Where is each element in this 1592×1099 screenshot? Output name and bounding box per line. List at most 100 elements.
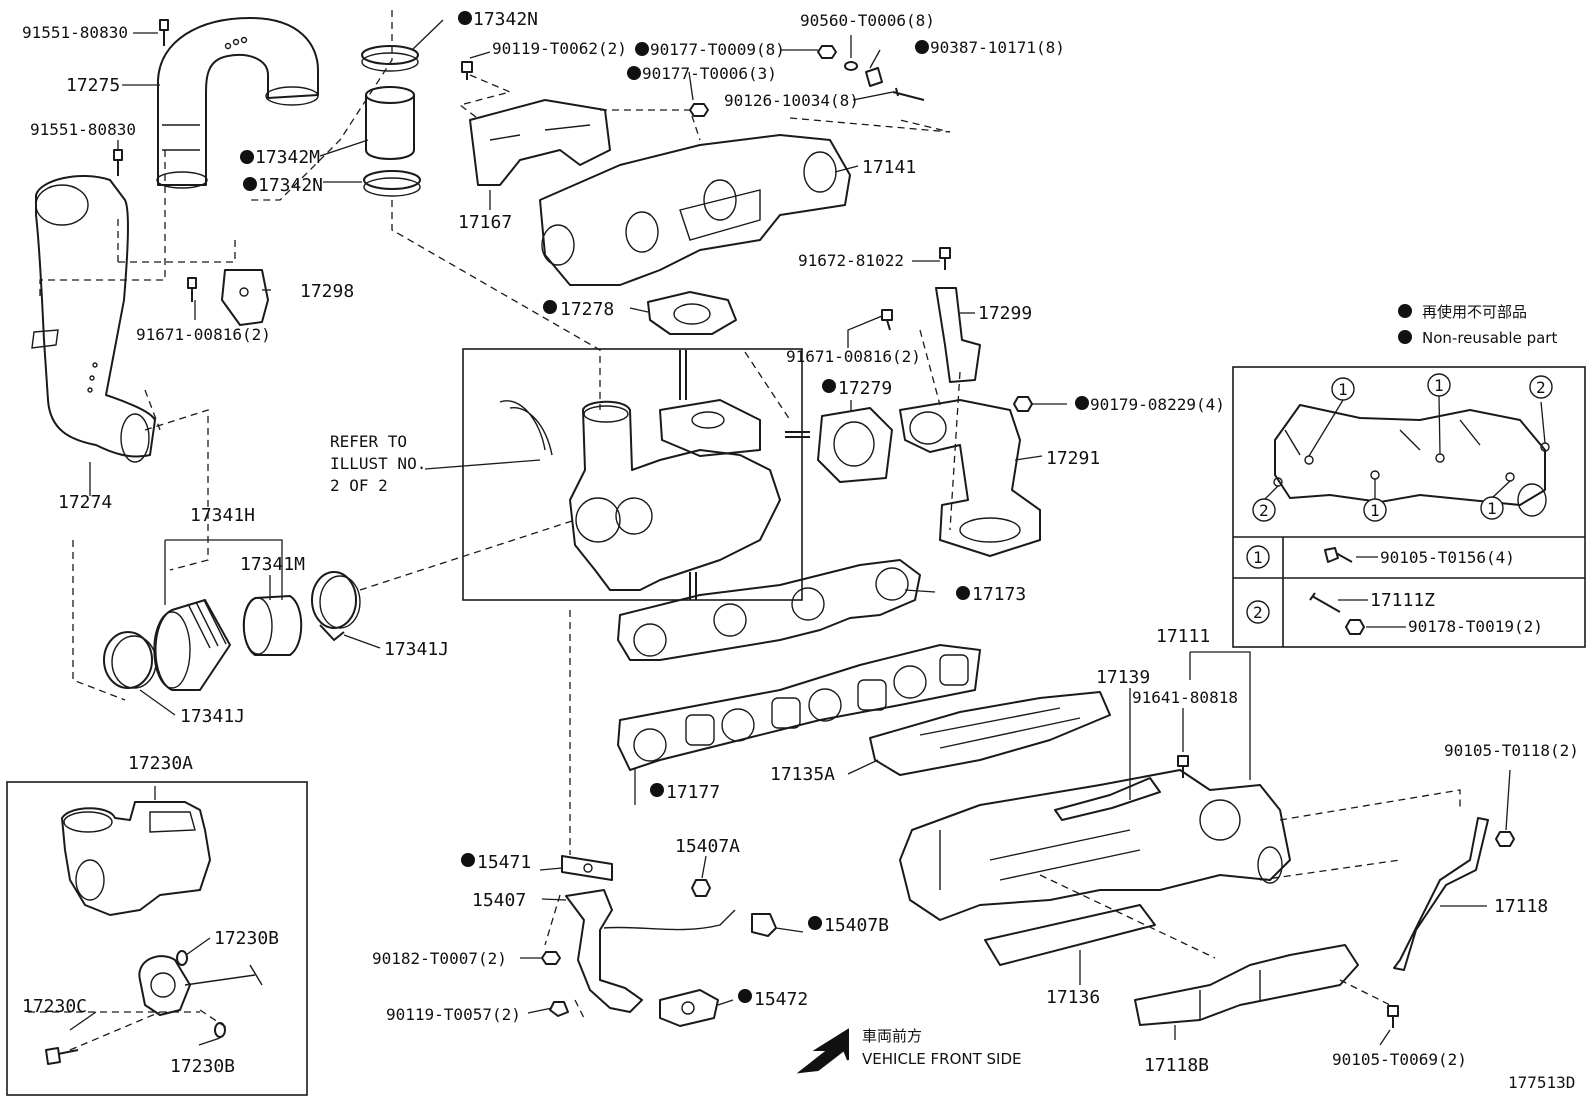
label-90177-T0006: 90177-T0006(3) — [642, 64, 777, 83]
label-15471: 15471 — [477, 852, 531, 873]
fastener-inset: 1 1 1 1 2 2 1 90105-T0156(4) 2 17111Z 90… — [1232, 366, 1586, 648]
gasket-15407B — [751, 913, 777, 937]
gasket-17173 — [617, 559, 921, 661]
non-reusable-markers — [240, 11, 1089, 1003]
label-90179-08229: 90179-08229(4) — [1090, 395, 1225, 414]
label-17274: 17274 — [58, 492, 112, 513]
turbine-housing-17230A — [61, 801, 211, 916]
turbo-components-box — [6, 781, 308, 1096]
gasket-15471 — [561, 855, 613, 881]
legend-en: Non-reusable part — [1422, 329, 1557, 347]
nut-90182 — [541, 951, 561, 965]
label-91641-80818: 91641-80818 — [1132, 688, 1238, 707]
bolt-17230C — [45, 1047, 79, 1065]
heat-insulator-17167 — [469, 99, 611, 186]
exhaust-pipe-17291 — [899, 399, 1041, 557]
cover-17118B — [1134, 944, 1359, 1026]
label-91671-00816-b: 91671-00816(2) — [786, 347, 921, 366]
row2-part-b: 90178-T0019(2) — [1408, 617, 1543, 636]
cover-17136 — [984, 904, 1156, 966]
callout-1-b: 1 — [1434, 376, 1444, 395]
clamp-17341J-right — [311, 571, 361, 641]
bolt-90105-T0069 — [1387, 1005, 1399, 1028]
direction-jp: 車両前方 — [862, 1027, 922, 1045]
hose-clamp-17342N-top — [361, 45, 419, 72]
label-91551-80830-b: 91551-80830 — [30, 120, 136, 139]
label-17275: 17275 — [66, 75, 120, 96]
callout-1-a: 1 — [1338, 380, 1348, 399]
label-17141: 17141 — [862, 157, 916, 178]
actuator-17230C — [138, 955, 263, 1016]
stay-17299 — [935, 287, 981, 383]
row2-part-a: 17111Z — [1370, 590, 1435, 611]
label-15407: 15407 — [472, 890, 526, 911]
direction-arrow-icon — [796, 1028, 849, 1074]
egr-pipe-15407 — [565, 889, 736, 1013]
vehicle-front-indicator: 車両前方 VEHICLE FRONT SIDE — [796, 1027, 1022, 1074]
label-90182-T0007: 90182-T0007(2) — [372, 949, 507, 968]
label-91672-81022: 91672-81022 — [798, 251, 904, 270]
inset-manifold-drawing — [1273, 404, 1550, 517]
hose-17342M — [365, 86, 415, 160]
label-17167: 17167 — [458, 212, 512, 233]
label-17342N-b: 17342N — [258, 175, 323, 196]
label-17342N-a: 17342N — [473, 9, 538, 30]
leader-lines — [69, 19, 1511, 1046]
plug-15407A — [691, 879, 711, 897]
washer-17230B-top — [176, 950, 188, 966]
label-17342M: 17342M — [255, 147, 320, 168]
label-91671-00816-a: 91671-00816(2) — [136, 325, 271, 344]
label-90119-T0062: 90119-T0062(2) — [492, 39, 627, 58]
label-17279: 17279 — [838, 378, 892, 399]
bolt-91671-a — [187, 277, 197, 302]
label-17135A: 17135A — [770, 764, 835, 785]
callout-1-d: 1 — [1487, 499, 1497, 518]
label-refer-3: 2 OF 2 — [330, 476, 388, 495]
label-17118: 17118 — [1494, 896, 1548, 917]
label-91551-80830-a: 91551-80830 — [22, 23, 128, 42]
hose-clamp-17342N-bottom — [363, 170, 421, 197]
label-17299: 17299 — [978, 303, 1032, 324]
label-15472: 15472 — [754, 989, 808, 1010]
bolt-90119-T0057 — [549, 1001, 569, 1017]
label-refer-2: ILLUST NO. — [330, 454, 426, 473]
label-90105-T0118: 90105-T0118(2) — [1444, 741, 1579, 760]
label-90387-10171: 90387-10171(8) — [930, 38, 1065, 57]
label-17278: 17278 — [560, 299, 614, 320]
egr-part-17139 — [1054, 777, 1161, 821]
row1-number: 1 — [1253, 548, 1263, 567]
legend: 再使用不可部品 Non-reusable part — [1398, 303, 1557, 347]
gasket-17279 — [817, 407, 893, 483]
label-refer-1: REFER TO — [330, 432, 407, 451]
dashed-guides — [28, 10, 1461, 1051]
turbocharger — [499, 350, 810, 600]
gasket-15472 — [659, 989, 719, 1027]
row2-number: 2 — [1253, 603, 1263, 622]
callout-2-a: 2 — [1536, 378, 1546, 397]
legend-jp: 再使用不可部品 — [1422, 303, 1527, 321]
callout-1-c: 1 — [1370, 501, 1380, 520]
bolt-91641-80818 — [1177, 755, 1189, 778]
turbo-assembly-box — [462, 348, 803, 601]
part-labels: 91551-80830 17275 91551-80830 17274 1729… — [22, 9, 1579, 1077]
insulator-17135A — [869, 691, 1111, 776]
illustration-id: 177513D — [1508, 1073, 1575, 1092]
label-90119-T0057: 90119-T0057(2) — [386, 1005, 521, 1024]
nut-90179 — [1013, 396, 1033, 412]
label-17173: 17173 — [972, 584, 1026, 605]
label-90105-T0069: 90105-T0069(2) — [1332, 1050, 1467, 1069]
row1-part: 90105-T0156(4) — [1380, 548, 1515, 567]
label-17136: 17136 — [1046, 987, 1100, 1008]
bolt-91551-b — [113, 149, 123, 176]
label-17230B-a: 17230B — [214, 928, 279, 949]
small-fasteners-top — [461, 45, 951, 331]
label-17341M: 17341M — [240, 554, 305, 575]
label-17230C: 17230C — [22, 996, 87, 1017]
label-15407B: 15407B — [824, 915, 889, 936]
direction-en: VEHICLE FRONT SIDE — [862, 1050, 1022, 1068]
inset-callout-leaders — [1263, 395, 1546, 501]
bolt-91551-a — [159, 19, 169, 46]
intake-manifold-17111 — [899, 769, 1291, 921]
bracket-17298 — [221, 269, 269, 326]
